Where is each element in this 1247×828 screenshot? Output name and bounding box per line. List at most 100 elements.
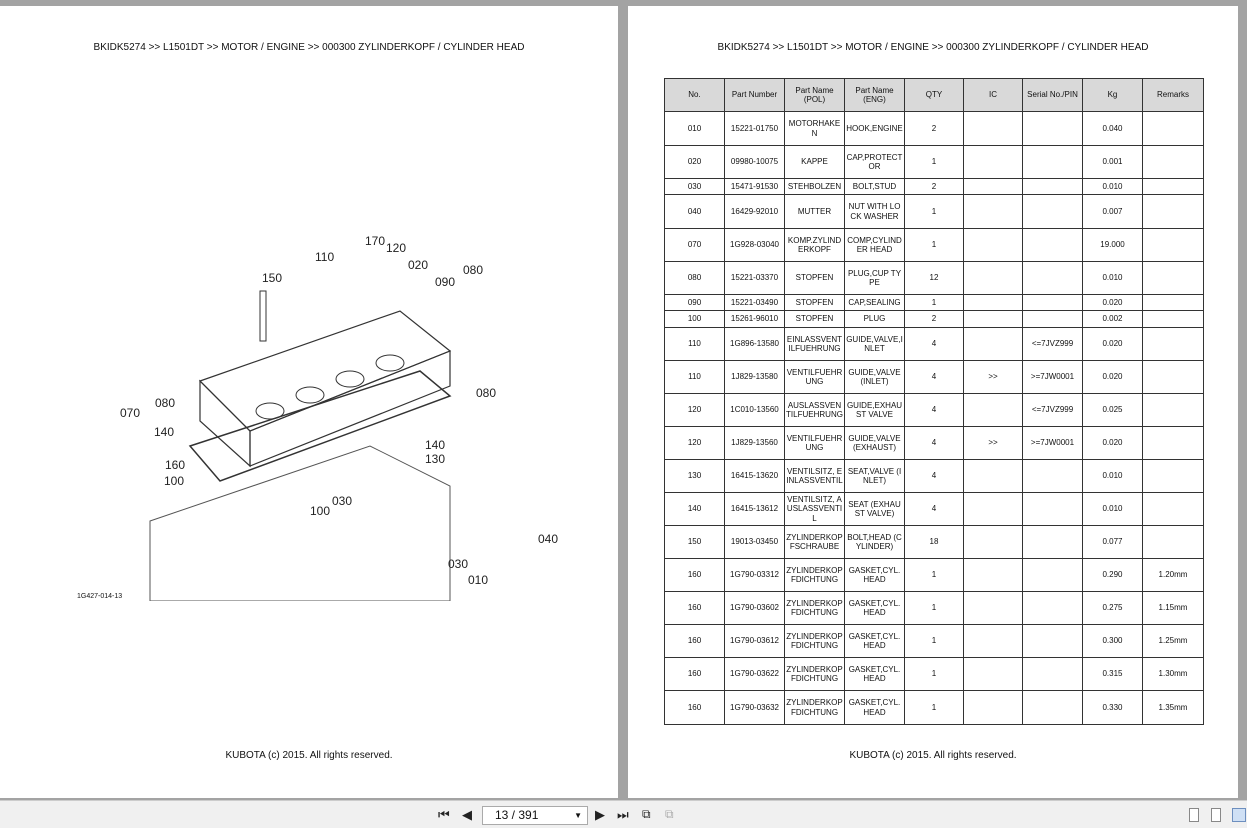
table-cell — [963, 294, 1023, 311]
table-cell: 0.002 — [1082, 310, 1143, 328]
table-cell: 110 — [664, 327, 725, 361]
table-cell: GUIDE,VALVE (INLET) — [844, 360, 905, 394]
callout-label: 020 — [408, 258, 428, 272]
table-cell: BOLT,HEAD (CYLINDER) — [844, 525, 905, 559]
valve-port — [255, 402, 285, 420]
valve-port — [295, 386, 325, 404]
table-cell: 020 — [664, 145, 725, 179]
last-page-icon[interactable]: ⏭ — [617, 807, 629, 822]
table-cell: 010 — [664, 111, 725, 146]
table-cell — [1022, 145, 1083, 179]
table-cell: 4 — [904, 360, 964, 394]
callout-label: 140 — [154, 425, 174, 439]
head-gasket — [188, 370, 452, 482]
table-cell — [963, 310, 1023, 328]
table-cell: STOPFEN — [784, 294, 845, 311]
table-cell: 1.15mm — [1142, 591, 1204, 625]
table-cell: 1G790-03312 — [724, 558, 785, 592]
table-cell — [963, 111, 1023, 146]
table-cell — [963, 145, 1023, 179]
column-header: Part Name (POL) — [784, 78, 845, 112]
table-cell: 070 — [664, 228, 725, 262]
table-cell — [1142, 360, 1204, 394]
table-cell: 080 — [664, 261, 725, 295]
table-cell: VENTILFUEHRUNG — [784, 360, 845, 394]
table-cell: 1 — [904, 657, 964, 691]
single-page-view-icon[interactable] — [1189, 808, 1199, 822]
table-cell: BOLT,STUD — [844, 178, 905, 195]
table-cell: 16415-13612 — [724, 492, 785, 526]
table-cell: GASKET,CYL. HEAD — [844, 657, 905, 691]
callout-label: 030 — [448, 557, 468, 571]
callout-label: 080 — [463, 263, 483, 277]
prev-page-icon[interactable]: ◀ — [462, 807, 472, 822]
copyright-footer: KUBOTA (c) 2015. All rights reserved. — [849, 750, 1017, 761]
table-cell: 0.010 — [1082, 492, 1143, 526]
table-cell — [963, 261, 1023, 295]
table-cell — [1142, 145, 1204, 179]
table-cell — [963, 591, 1023, 625]
table-cell: 1 — [904, 228, 964, 262]
table-cell: 0.010 — [1082, 459, 1143, 493]
copy-icon[interactable]: ⧉ — [642, 807, 651, 821]
continuous-view-icon[interactable] — [1211, 808, 1221, 822]
table-cell: GASKET,CYL. HEAD — [844, 624, 905, 658]
column-header: IC — [963, 78, 1023, 112]
callout-label: 170 — [365, 234, 385, 248]
table-cell: <=7JVZ999 — [1022, 393, 1083, 427]
table-cell: 1.25mm — [1142, 624, 1204, 658]
table-cell: 0.290 — [1082, 558, 1143, 592]
table-cell: ZYLINDERKOPFSCHRAUBE — [784, 525, 845, 559]
table-cell: 15221-03490 — [724, 294, 785, 311]
table-cell: 160 — [664, 657, 725, 691]
paste-icon[interactable]: ⧉ — [665, 807, 674, 821]
table-cell — [1142, 194, 1204, 229]
table-cell: KAPPE — [784, 145, 845, 179]
column-header: No. — [664, 78, 725, 112]
table-cell: 1 — [904, 624, 964, 658]
next-page-icon[interactable]: ▶ — [595, 807, 605, 822]
table-cell: 1 — [904, 294, 964, 311]
table-cell: GASKET,CYL. HEAD — [844, 591, 905, 625]
table-cell — [1022, 294, 1083, 311]
table-cell: 0.040 — [1082, 111, 1143, 146]
table-cell: ZYLINDERKOPFDICHTUNG — [784, 657, 845, 691]
table-cell: 160 — [664, 558, 725, 592]
table-cell: 19.000 — [1082, 228, 1143, 262]
table-cell: <=7JVZ999 — [1022, 327, 1083, 361]
table-cell: 4 — [904, 426, 964, 460]
table-cell: 100 — [664, 310, 725, 328]
table-cell: 120 — [664, 426, 725, 460]
table-cell: 15471-91530 — [724, 178, 785, 195]
two-page-view-icon[interactable] — [1232, 808, 1246, 822]
table-cell — [1022, 228, 1083, 262]
table-cell — [1142, 178, 1204, 195]
table-cell: 1 — [904, 194, 964, 229]
table-cell: 1 — [904, 591, 964, 625]
table-cell: GUIDE,VALVE (EXHAUST) — [844, 426, 905, 460]
table-cell: ZYLINDERKOPFDICHTUNG — [784, 690, 845, 725]
page-selector[interactable]: 13 / 391▼ — [482, 806, 588, 825]
first-page-icon[interactable]: ⏮ — [438, 807, 450, 822]
table-cell — [963, 327, 1023, 361]
table-cell: 0.020 — [1082, 426, 1143, 460]
table-cell — [1142, 294, 1204, 311]
table-cell: 0.010 — [1082, 261, 1143, 295]
table-cell: VENTILFUEHRUNG — [784, 426, 845, 460]
left-page: BKIDK5274 >> L1501DT >> MOTOR / ENGINE >… — [0, 6, 618, 798]
table-cell: 0.077 — [1082, 525, 1143, 559]
valve-port — [335, 370, 365, 388]
copyright-footer: KUBOTA (c) 2015. All rights reserved. — [225, 750, 393, 761]
table-cell: 0.020 — [1082, 294, 1143, 311]
table-cell: ZYLINDERKOPFDICHTUNG — [784, 558, 845, 592]
table-cell — [1142, 393, 1204, 427]
table-cell: 0.025 — [1082, 393, 1143, 427]
callout-label: 030 — [332, 494, 352, 508]
